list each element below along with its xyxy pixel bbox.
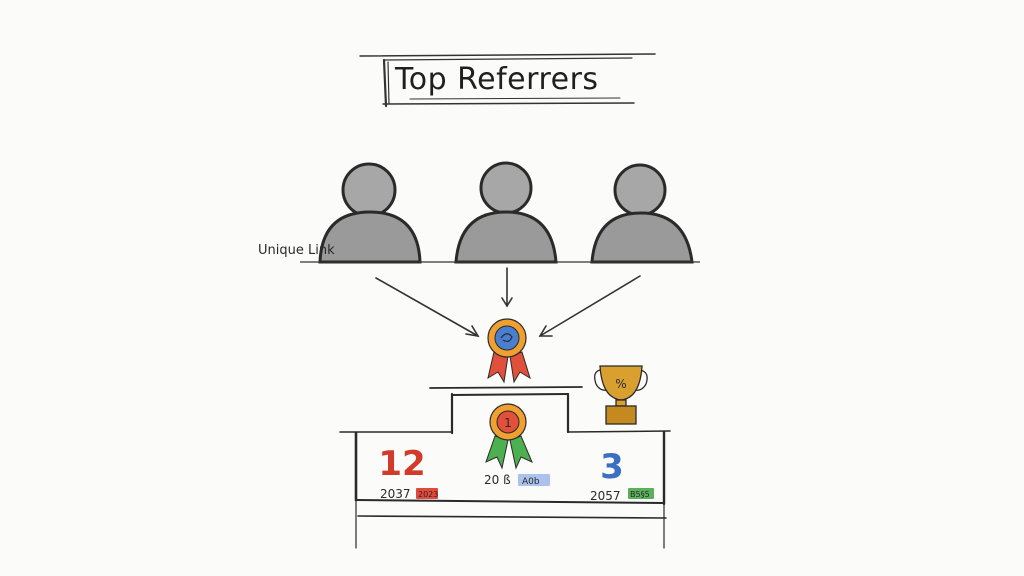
medal-icon <box>487 318 531 384</box>
diagram-title: Top Referrers <box>395 62 599 97</box>
left-stat: 2037 <box>380 487 411 501</box>
title-frame <box>359 53 656 108</box>
referrer-avatars <box>318 161 694 264</box>
person-icon <box>318 162 422 264</box>
podium <box>339 386 671 549</box>
center-stat: 20 ß <box>484 473 511 487</box>
left-rank: 12 <box>378 444 425 484</box>
right-tag-text: B5§5 <box>630 490 650 499</box>
left-tag-text: 2023 <box>418 490 438 499</box>
right-rank: 3 <box>600 447 624 487</box>
left-tag <box>416 488 438 499</box>
unique-link-label: Unique Link <box>258 243 335 258</box>
winner-medal-icon: 1 <box>485 403 533 470</box>
flow-arrows <box>375 267 641 338</box>
person-icon <box>454 161 558 264</box>
right-tag <box>628 488 654 499</box>
right-stat: 2057 <box>590 489 621 503</box>
center-tag-text: A0b <box>522 477 540 487</box>
trophy-icon: % <box>594 365 648 425</box>
person-icon <box>590 163 694 264</box>
winner-medal-label: 1 <box>504 416 512 430</box>
trophy-label: % <box>615 377 626 391</box>
center-tag <box>518 474 550 486</box>
